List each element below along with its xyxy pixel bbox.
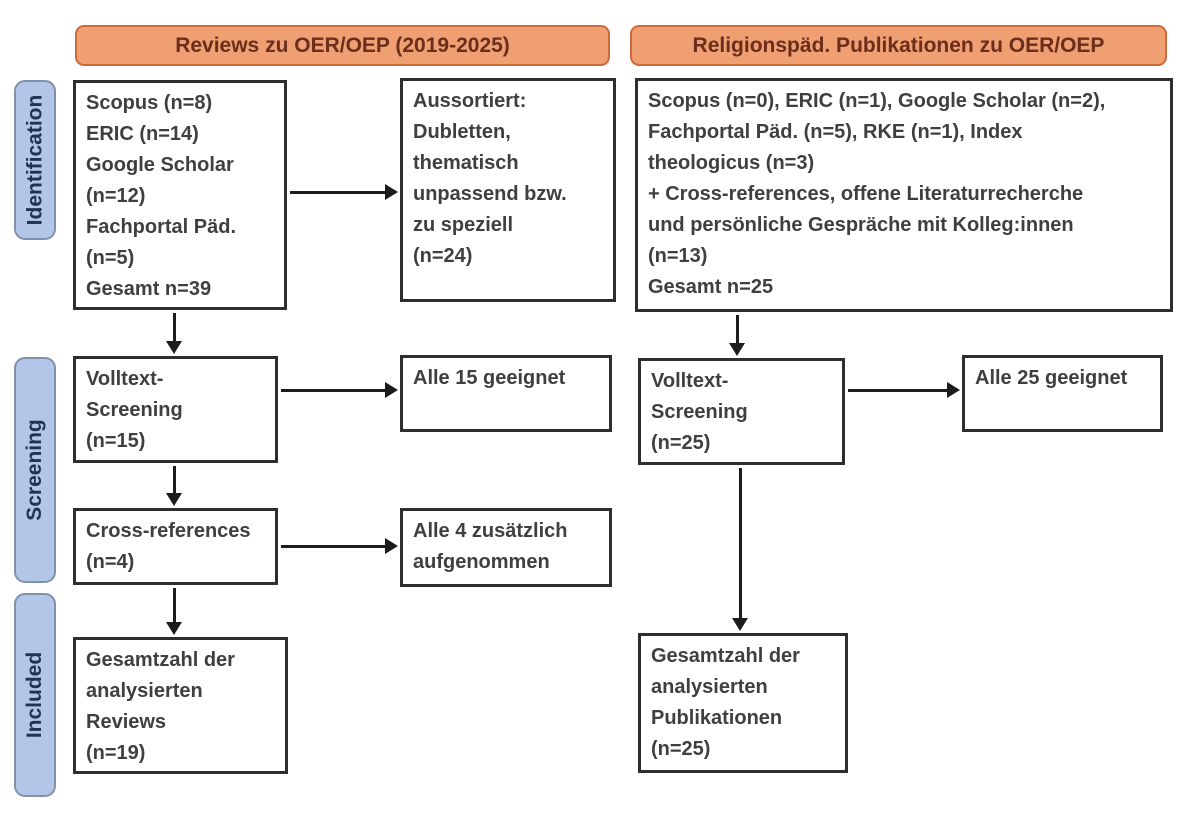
stage-label-screening: Screening (14, 357, 56, 583)
box-excluded-aussortiert: Aussortiert: Dubletten, thematisch unpas… (400, 78, 616, 302)
stage-label-identification-text: Identification (23, 94, 47, 226)
box-alle-15-geeignet: Alle 15 geeignet (400, 355, 612, 432)
arrow-shaft (848, 388, 949, 392)
arrow-sources-to-screening (166, 313, 182, 354)
arrow-sources-to-screening-right (729, 315, 745, 356)
arrow-shaft (738, 468, 742, 620)
arrow-head (729, 343, 745, 356)
stage-label-identification: Identification (14, 80, 56, 240)
box-alle-25-geeignet: Alle 25 geeignet (962, 355, 1163, 432)
arrow-screening-to-geeignet (281, 382, 398, 398)
stage-label-included: Included (14, 593, 56, 797)
header-religionspaed-publikationen: Religionspäd. Publikationen zu OER/OEP (630, 25, 1167, 66)
arrow-screening-to-geeignet-right (848, 382, 960, 398)
arrow-sources-to-excluded (290, 184, 398, 200)
arrow-head (732, 618, 748, 631)
box-included-reviews: Gesamtzahl der analysierten Reviews (n=1… (73, 637, 288, 774)
arrow-shaft (735, 315, 739, 345)
stage-label-screening-text: Screening (23, 419, 47, 521)
arrow-shaft (172, 466, 176, 495)
box-volltext-screening-reviews: Volltext- Screening (n=15) (73, 356, 278, 463)
box-cross-references: Cross-references (n=4) (73, 508, 278, 585)
stage-label-included-text: Included (23, 651, 46, 739)
arrow-shaft (290, 190, 387, 194)
box-included-publikationen: Gesamtzahl der analysierten Publikatione… (638, 633, 848, 773)
arrow-head (385, 538, 398, 554)
header-reviews: Reviews zu OER/OEP (2019-2025) (75, 25, 610, 66)
box-alle-4-aufgenommen: Alle 4 zusätzlich aufgenommen (400, 508, 612, 587)
box-volltext-screening-publikationen: Volltext- Screening (n=25) (638, 358, 845, 465)
arrow-head (385, 382, 398, 398)
arrow-head (166, 341, 182, 354)
arrow-crossreferences-to-aufgenommen (281, 538, 398, 554)
arrow-head (947, 382, 960, 398)
arrow-shaft (281, 388, 387, 392)
arrow-crossreferences-to-included (166, 588, 182, 635)
arrow-screening-to-included-right (732, 468, 748, 631)
arrow-shaft (172, 588, 176, 624)
arrow-head (385, 184, 398, 200)
box-sources-religionspaed: Scopus (n=0), ERIC (n=1), Google Scholar… (635, 78, 1173, 312)
arrow-screening-to-crossreferences (166, 466, 182, 506)
arrow-shaft (281, 544, 387, 548)
box-sources-reviews: Scopus (n=8) ERIC (n=14) Google Scholar … (73, 80, 287, 310)
arrow-shaft (172, 313, 176, 343)
arrow-head (166, 493, 182, 506)
arrow-head (166, 622, 182, 635)
